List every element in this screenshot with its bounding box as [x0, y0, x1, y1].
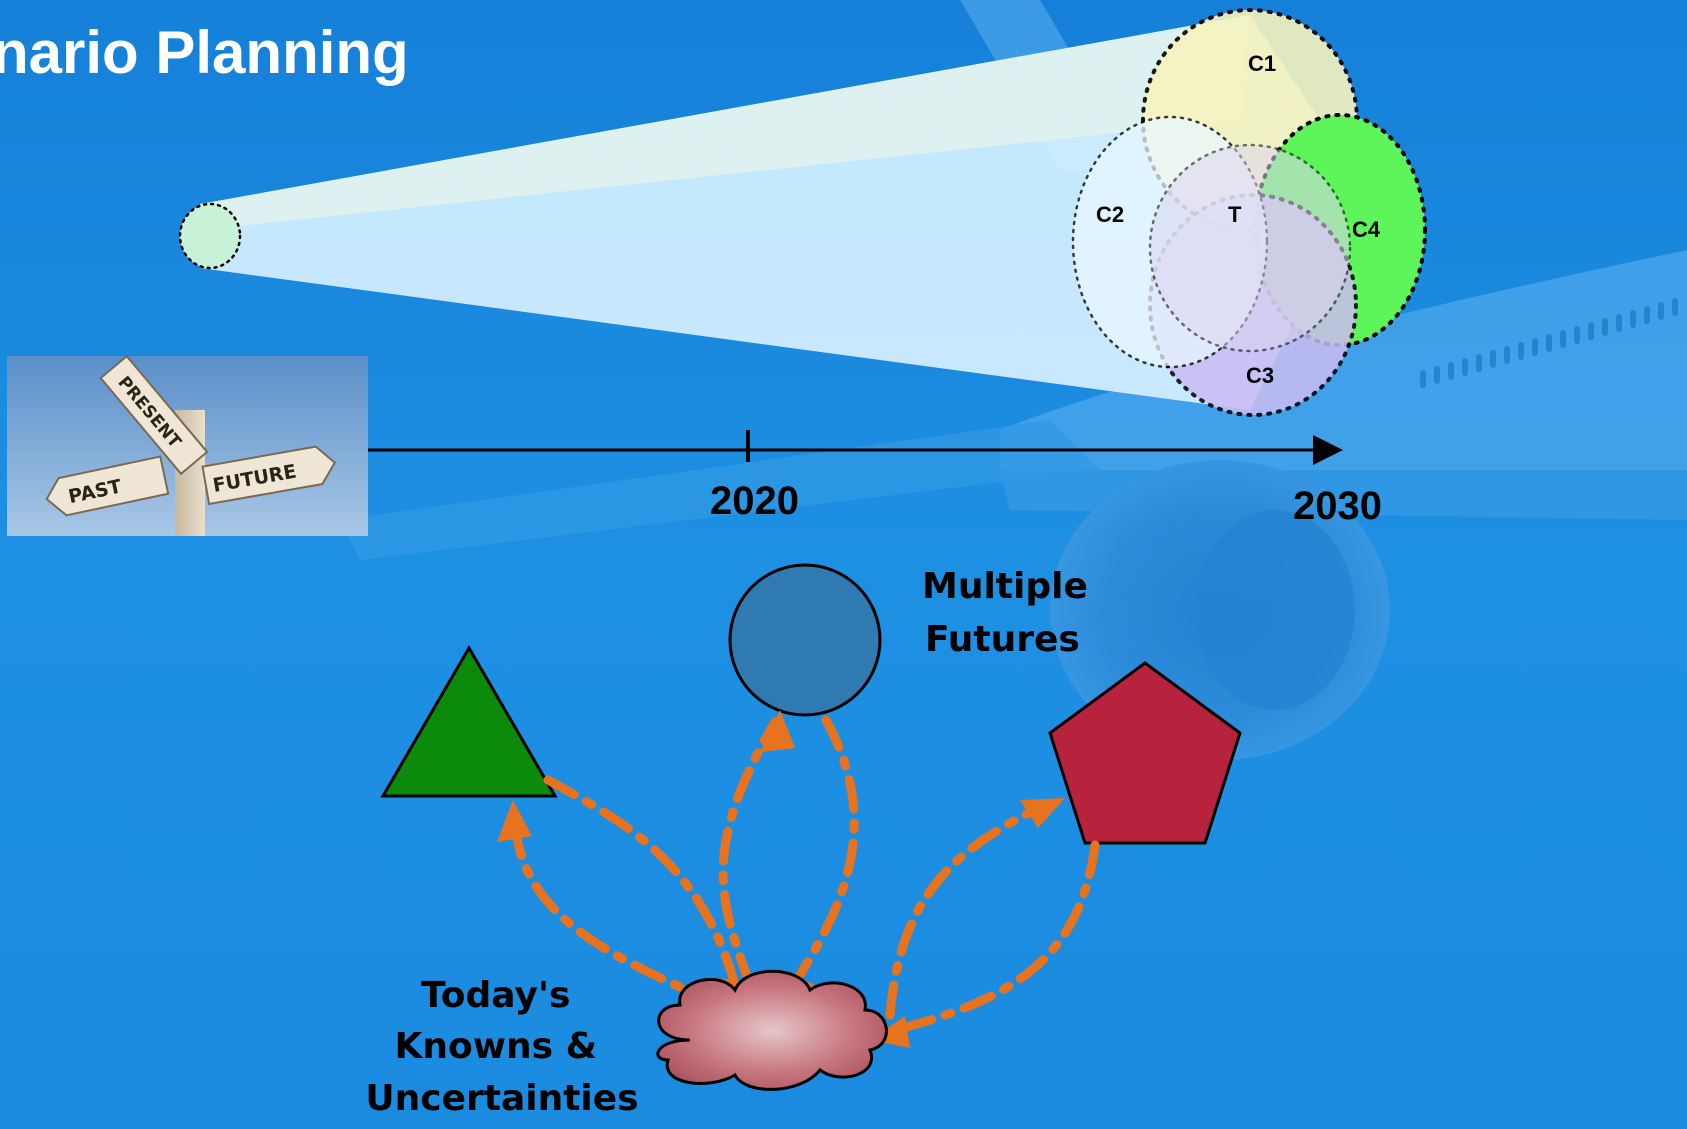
futures-shapes [380, 563, 1242, 845]
cloud-icon [656, 969, 888, 1091]
cone-of-futures: C1 C2 T C4 C3 [178, 8, 1427, 417]
arrow-from-pentagon [890, 840, 1100, 1035]
arrowhead-pentagon [1020, 798, 1065, 828]
sign-present [99, 354, 209, 476]
scenario-label-c3: C3 [1246, 363, 1274, 388]
arrow-from-circle [785, 715, 859, 995]
origin-label-line-2: Knowns & [394, 1026, 597, 1067]
arrow-from-triangle [543, 775, 740, 990]
sign-past [45, 455, 170, 517]
arrow-to-pentagon [885, 800, 1050, 1020]
timeline-label-2030: 2030 [1293, 484, 1382, 528]
arrow-to-circle [718, 717, 780, 990]
page-title: nario Planning [0, 19, 409, 86]
timeline: 2020 2030 [368, 430, 1382, 528]
origin-label: Today's Knowns & Uncertainties [365, 975, 638, 1119]
futures-label-line-2: Futures [925, 619, 1080, 660]
arrowhead-circle [760, 710, 795, 752]
scenario-label-c2: C2 [1096, 202, 1124, 227]
scenario-label-c1: C1 [1248, 51, 1276, 76]
future-triangle [380, 645, 558, 798]
origin-label-line-1: Today's [421, 975, 570, 1016]
futures-label: Multiple Futures [922, 566, 1100, 660]
signpost-image: PRESENT PAST FUTURE [7, 354, 368, 536]
arrowhead-triangle [497, 800, 532, 842]
scenario-label-t: T [1228, 202, 1242, 227]
timeline-label-2020: 2020 [710, 479, 799, 523]
scenario-label-c4: C4 [1352, 217, 1381, 242]
cone-origin [178, 202, 242, 270]
scenario-t [1148, 143, 1352, 353]
sign-future [201, 445, 337, 506]
future-circle [728, 563, 882, 717]
scenario-arrows [510, 715, 1100, 1035]
arrow-to-triangle [510, 815, 725, 1010]
origin-label-line-3: Uncertainties [365, 1078, 638, 1119]
airplane-background [340, 0, 1687, 760]
future-pentagon [1048, 661, 1242, 845]
futures-label-line-1: Multiple [922, 566, 1088, 607]
